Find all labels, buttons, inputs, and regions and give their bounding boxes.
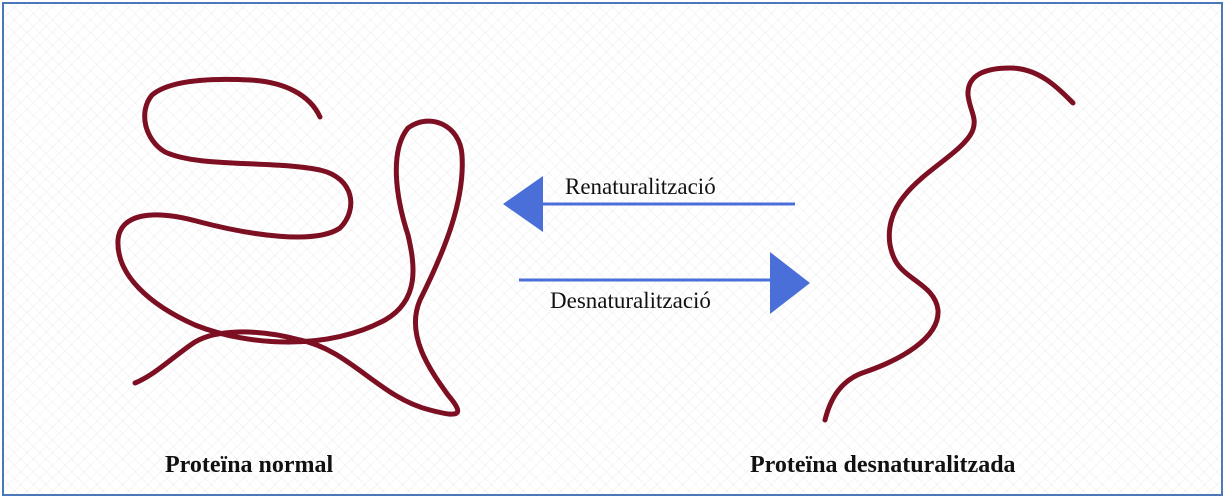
renaturation-label: Renaturalització	[565, 174, 716, 199]
denatured-protein-caption: Proteïna desnaturalitzada	[750, 452, 1016, 478]
denatured-protein-strand	[825, 68, 1073, 420]
renaturation-arrowhead	[503, 176, 543, 232]
normal-protein-strand	[118, 79, 462, 414]
denaturation-label: Desnaturalització	[550, 288, 711, 313]
denaturation-arrowhead	[770, 252, 810, 314]
normal-protein-caption: Proteïna normal	[165, 452, 334, 478]
